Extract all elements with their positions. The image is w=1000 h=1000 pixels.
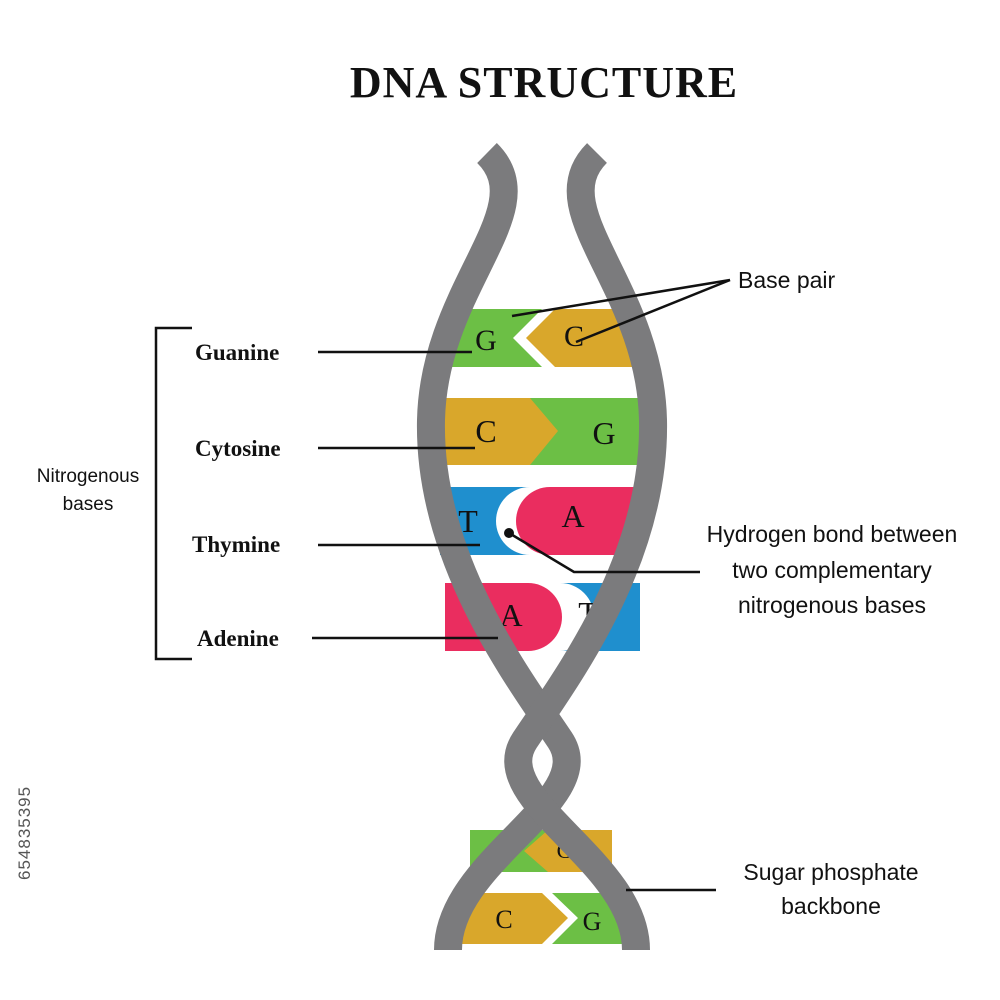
- cytosine-letter: C: [495, 905, 512, 934]
- hydrogen-bond-dot: [504, 528, 514, 538]
- adenine-label: Adenine: [197, 626, 279, 651]
- guanine-letter: G: [475, 324, 497, 357]
- thymine-label: Thymine: [192, 532, 280, 557]
- hydrogen-bond-label-line1: Hydrogen bond between: [707, 521, 958, 547]
- sugar-phosphate-backbone: [416, 143, 668, 951]
- guanine-base: [552, 893, 625, 944]
- adenine-letter: A: [561, 498, 584, 534]
- base-pair-label: Base pair: [738, 267, 836, 293]
- callout-lines: [154, 278, 731, 892]
- nitrogenous-bases-bracket: [154, 326, 192, 661]
- nitrogenous-bases-label-line1: Nitrogenous: [37, 466, 139, 487]
- backbone-label-line1: Sugar phosphate: [743, 859, 918, 885]
- base-pair-cytosine-guanine-2: C G: [440, 398, 642, 465]
- base-pair-pointer-1: [511, 278, 731, 318]
- cytosine-letter: C: [475, 413, 496, 449]
- cytosine-base: [462, 893, 568, 944]
- guanine-letter: G: [592, 415, 615, 451]
- backbone-label-line2: backbone: [781, 893, 881, 919]
- guanine-label: Guanine: [195, 340, 279, 365]
- base-pair-thymine-adenine-3: T A: [440, 487, 640, 555]
- base-pair-guanine-cytosine-1: G C: [452, 309, 640, 367]
- base-pair-cytosine-guanine-6: C G: [462, 893, 625, 944]
- page-title: DNA STRUCTURE: [350, 58, 738, 107]
- adenine-base: [516, 487, 640, 555]
- cytosine-label: Cytosine: [195, 436, 281, 461]
- guanine-base: [452, 309, 542, 367]
- backbone-strand-left: [416, 143, 581, 951]
- nitrogenous-bases-label-line2: bases: [63, 494, 114, 515]
- base-pair-pointer-2: [575, 278, 731, 344]
- hydrogen-bond-label-line2: two complementary: [732, 557, 932, 583]
- backbone-strand-right: [504, 143, 668, 951]
- guanine-base: [530, 398, 642, 465]
- thymine-letter: T: [458, 503, 478, 539]
- hydrogen-bond-pointer: [508, 531, 700, 574]
- hydrogen-bond-label-line3: nitrogenous bases: [738, 592, 926, 618]
- cytosine-letter: C: [564, 320, 584, 353]
- stock-id-watermark: 654835395: [15, 786, 34, 880]
- guanine-letter: G: [583, 907, 602, 936]
- adenine-letter: A: [499, 597, 522, 633]
